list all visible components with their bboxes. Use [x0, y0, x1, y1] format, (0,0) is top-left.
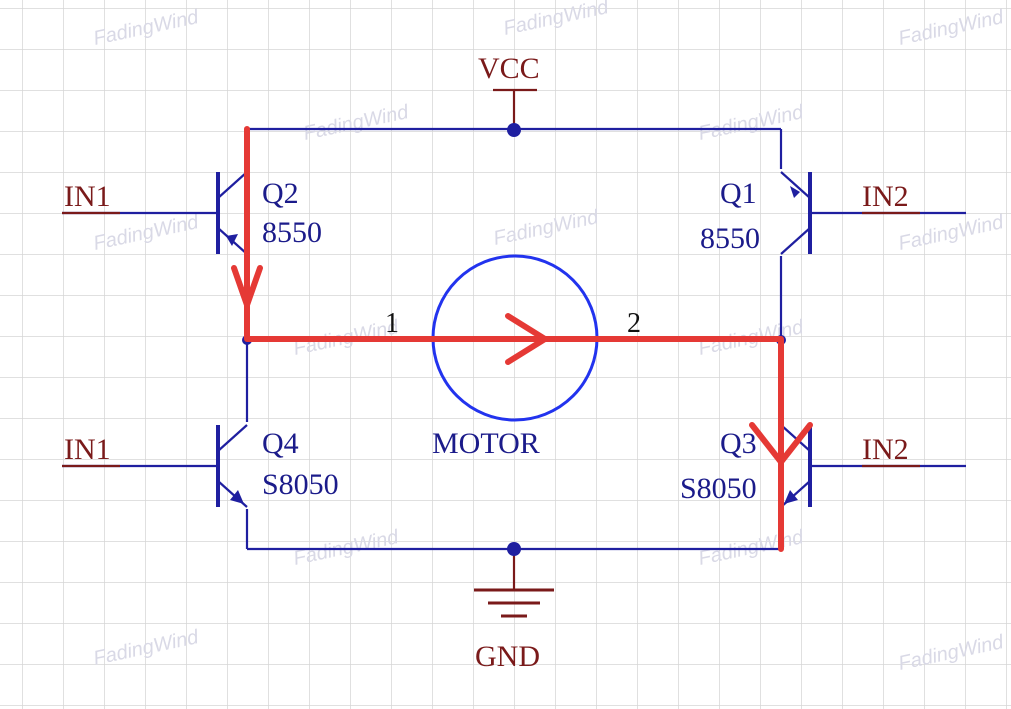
in2-bottom-label: IN2	[862, 433, 909, 466]
q4-value: S8050	[262, 468, 339, 501]
in1-top-label: IN1	[64, 180, 111, 213]
junction-vcc	[507, 123, 521, 137]
q4-ref: Q4	[262, 427, 299, 460]
q1-value: 8550	[700, 222, 760, 255]
in2-top-label: IN2	[862, 180, 909, 213]
transistor-q2	[216, 171, 248, 255]
transistor-q1	[780, 171, 812, 255]
junction-gnd	[507, 542, 521, 556]
current-arrow-right	[505, 313, 548, 365]
q3-value: S8050	[680, 472, 757, 505]
current-arrow-down-right	[749, 422, 813, 465]
vcc-label: VCC	[478, 52, 540, 85]
transistor-q3	[780, 424, 812, 508]
transistor-q4	[216, 424, 248, 508]
in1-bottom-label: IN1	[64, 433, 111, 466]
motor-pin-1: 1	[385, 308, 399, 339]
current-path-line	[244, 126, 784, 552]
input-label-underlines	[62, 211, 920, 468]
motor-pin-2: 2	[627, 308, 641, 339]
current-path	[231, 126, 813, 552]
q1-ref: Q1	[720, 177, 757, 210]
current-arrow-down-left	[231, 265, 263, 308]
q3-ref: Q3	[720, 427, 757, 460]
q2-ref: Q2	[262, 177, 299, 210]
q2-value: 8550	[262, 216, 322, 249]
gnd-label: GND	[475, 640, 540, 673]
motor-label: MOTOR	[432, 427, 540, 460]
